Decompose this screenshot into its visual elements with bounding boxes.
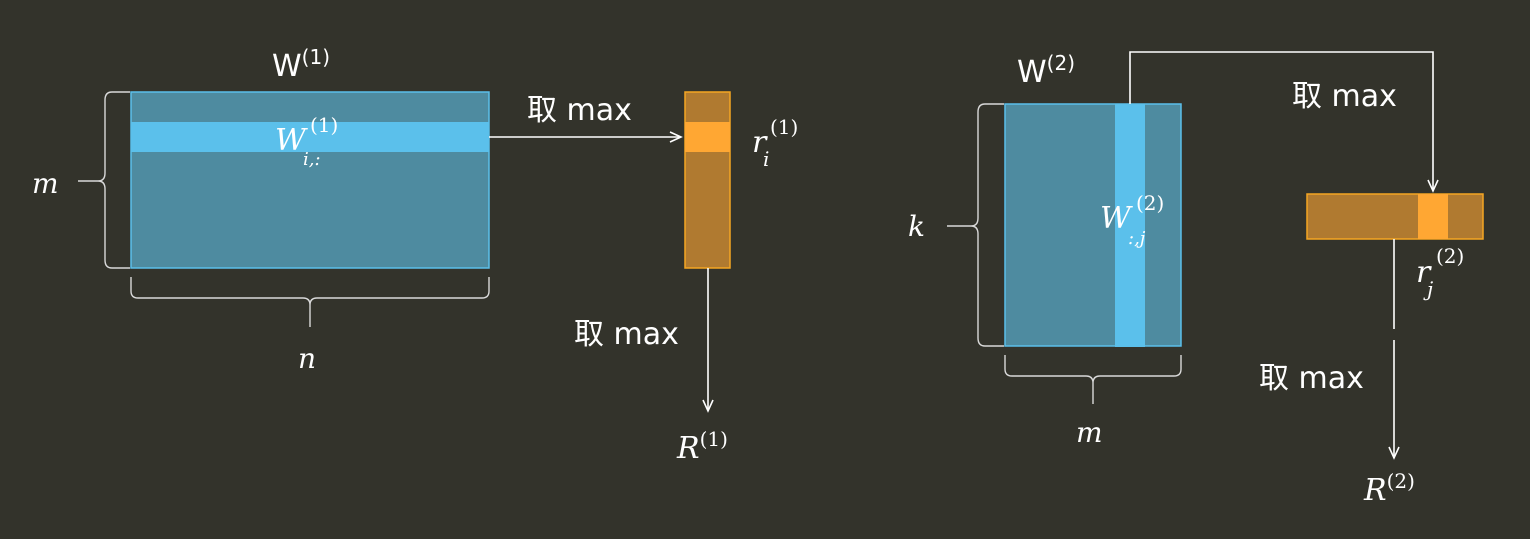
result-label-right: R(2): [1363, 469, 1415, 508]
dim-rows-left: m: [32, 167, 59, 200]
down-label-left: 取 max: [574, 317, 679, 352]
brace-cols-left: [130, 277, 490, 327]
vector-label-base-right: r: [1416, 255, 1432, 290]
vector-label-sub-left: i: [763, 147, 769, 171]
matrix-w2-label: W(2): [1017, 51, 1075, 90]
matrix-w1-label: W(1): [272, 45, 330, 84]
arrow-path-right: [1129, 51, 1439, 193]
matrix-w1-highlight-row: [131, 122, 489, 152]
brace-rows-right: [947, 103, 1004, 347]
down-label-right: 取 max: [1259, 361, 1364, 396]
col-label-sup: (2): [1136, 191, 1164, 215]
dim-cols-left: n: [298, 342, 316, 375]
vector-r2: [1306, 193, 1484, 240]
col-label-base: W: [1100, 201, 1133, 236]
row-label-base: W: [275, 123, 308, 158]
vector-r1-highlight: [685, 122, 730, 152]
vector-r1: [684, 91, 731, 269]
dim-cols-right: m: [1076, 416, 1103, 449]
vector-label-sup-left: (1): [770, 115, 798, 139]
brace-rows-left: [78, 91, 130, 269]
left-diagram: W(1) W (1) i,: m n 取 max r (1) i 取 max R…: [32, 45, 798, 466]
result-label-left: R(1): [676, 427, 728, 466]
matrix-w2: [1004, 103, 1182, 347]
row-label-sub: i,:: [303, 149, 321, 170]
arrow-label-left: 取 max: [527, 93, 632, 128]
brace-cols-right: [1004, 355, 1182, 404]
right-diagram: W(2) W (2) :,j k m 取 max r (2) j 取 max R…: [908, 51, 1484, 508]
matrix-w1: [130, 91, 490, 269]
row-label-sup: (1): [310, 113, 338, 137]
vector-label-sub-right: j: [1423, 277, 1433, 301]
matrix-w2-highlight-col: [1115, 104, 1145, 347]
vector-label-base-left: r: [752, 125, 768, 160]
arrow-label-right: 取 max: [1292, 79, 1397, 114]
dim-rows-right: k: [908, 210, 925, 243]
vector-label-sup-right: (2): [1436, 244, 1464, 268]
col-label-sub: :,j: [1128, 228, 1146, 249]
vector-r2-highlight: [1418, 194, 1448, 239]
